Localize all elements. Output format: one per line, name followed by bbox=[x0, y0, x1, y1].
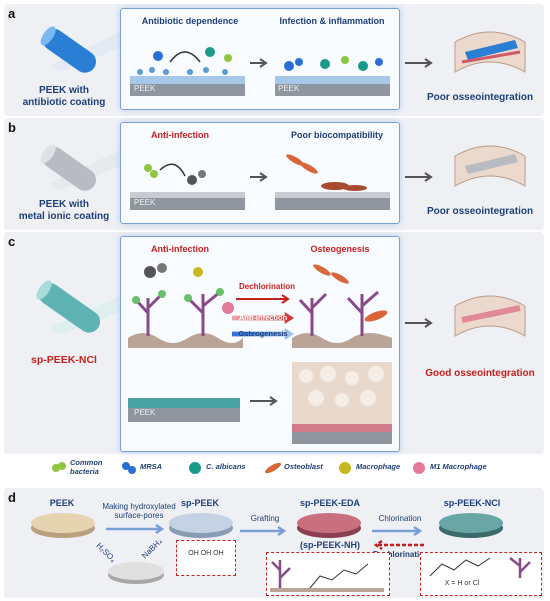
osteoblast-icon bbox=[265, 462, 281, 474]
panel-c-substrate-left bbox=[128, 398, 240, 422]
panel-c-scene-right bbox=[292, 264, 392, 348]
legend-c-albicans: C. albicans bbox=[206, 462, 246, 471]
rod-antibiotic-label: PEEK with antibiotic coating bbox=[22, 85, 106, 108]
panel-c-arrow-3 bbox=[405, 318, 433, 328]
panel-c-letter: c bbox=[8, 234, 16, 249]
panel-b-letter: b bbox=[8, 120, 16, 135]
rod-ncl-icon bbox=[36, 280, 142, 334]
intermediate-disc-icon bbox=[108, 562, 164, 584]
arrow-dechlorination bbox=[373, 539, 424, 551]
panel-a-caption-right: Infection & inflammation bbox=[279, 16, 385, 26]
m1-macrophage-icon bbox=[413, 462, 425, 474]
panel-c-arrow-dechlorination bbox=[236, 294, 290, 304]
panel-b-caption-right: Poor biocompatibility bbox=[290, 130, 383, 140]
peek-disc-icon bbox=[31, 513, 95, 538]
ncl-structure-icon bbox=[429, 557, 531, 578]
panel-c-bone-tissue bbox=[292, 362, 392, 444]
panel-c-caption-left: Anti-infection bbox=[151, 244, 209, 254]
ncl-inset bbox=[420, 552, 542, 596]
panel-b-substrate: PEEK bbox=[134, 198, 156, 207]
arrow-chlorination bbox=[372, 525, 423, 537]
sp-peek-label: sp-PEEK bbox=[180, 498, 219, 508]
arrow-grafting bbox=[240, 525, 287, 537]
panel-a-arrow-2 bbox=[405, 58, 433, 68]
sp-peek-disc-icon bbox=[169, 513, 233, 538]
common-bacteria-icon bbox=[52, 462, 66, 472]
panel-a-substrate-right: PEEK bbox=[278, 84, 300, 93]
legend-macrophage: Macrophage bbox=[356, 462, 401, 471]
panel-a-bone-icon bbox=[454, 31, 526, 73]
panel-c-scene-left bbox=[128, 263, 243, 348]
mrsa-icon bbox=[122, 462, 136, 474]
dechlorination-label: Dechlorination bbox=[372, 550, 429, 559]
chlorination-label: Chlorination bbox=[378, 514, 422, 523]
oh-inset bbox=[176, 540, 236, 576]
panel-c-substrate: PEEK bbox=[134, 408, 156, 417]
panel-b-bone-icon bbox=[454, 145, 526, 187]
panel-c-bone-icon bbox=[454, 295, 526, 337]
legend-osteoblast: Osteoblast bbox=[284, 462, 323, 471]
sp-peek-eda-disc-icon bbox=[297, 513, 361, 538]
panel-b-scene-right bbox=[275, 154, 390, 210]
sp-peek-ncl-label: sp-PEEK-NCl bbox=[443, 498, 501, 508]
panel-a-scene-left bbox=[130, 47, 245, 96]
panel-d-letter: d bbox=[8, 490, 16, 505]
panel-c-result: Good osseointegration bbox=[425, 368, 535, 379]
rod-metal-label: PEEK with metal ionic coating bbox=[18, 199, 110, 222]
sp-peek-eda-label: sp-PEEK-EDA bbox=[299, 498, 360, 508]
panel-b-caption-left: Anti-infection bbox=[151, 130, 209, 140]
panel-a-scene-right bbox=[275, 56, 390, 96]
panel-a-substrate-left: PEEK bbox=[134, 84, 156, 93]
legend-m1-macrophage: M1 Macrophage bbox=[430, 462, 487, 471]
panel-a-letter: a bbox=[8, 6, 16, 21]
panel-b-result: Poor osseointegration bbox=[426, 206, 534, 217]
sp-peek-ncl-disc-icon bbox=[439, 513, 503, 538]
panel-a-arrow-1 bbox=[250, 58, 268, 68]
oh-groups-label: OH OH OH bbox=[188, 550, 224, 557]
step1-label: Making hydroxylated surface-pores bbox=[102, 502, 176, 520]
panel-c-osteogenesis-label: Osteogenesis bbox=[238, 329, 288, 338]
rod-metal-icon bbox=[40, 144, 140, 191]
panel-b-arrow-2 bbox=[405, 172, 433, 182]
arrow-step1 bbox=[106, 523, 165, 535]
rod-antibiotic-icon bbox=[40, 26, 140, 73]
panel-a-result: Poor osseointegration bbox=[426, 92, 534, 103]
panel-c-dechlorination: Dechlorination bbox=[238, 282, 295, 291]
panel-b-arrow-1 bbox=[250, 172, 268, 182]
grafting-label: Grafting bbox=[250, 514, 280, 523]
panel-a-caption-left: Antibiotic dependence bbox=[141, 16, 239, 26]
rod-ncl-label: sp-PEEK-NCl bbox=[31, 354, 97, 366]
c-albicans-icon bbox=[189, 462, 201, 474]
x-legend: X = H or Cl bbox=[444, 580, 480, 587]
macrophage-icon bbox=[339, 462, 351, 474]
panel-c-arrow-2 bbox=[250, 396, 278, 406]
panel-c-anti-infection-label: Anti-infection bbox=[238, 313, 288, 322]
panel-c-caption-right: Osteogenesis bbox=[310, 244, 370, 254]
peek-label: PEEK bbox=[49, 498, 75, 508]
eda-structure-icon bbox=[270, 560, 384, 592]
panel-b-scene-left bbox=[130, 163, 245, 210]
legend-mrsa: MRSA bbox=[140, 462, 163, 471]
sp-peek-nh-label: (sp-PEEK-NH) bbox=[300, 540, 360, 550]
